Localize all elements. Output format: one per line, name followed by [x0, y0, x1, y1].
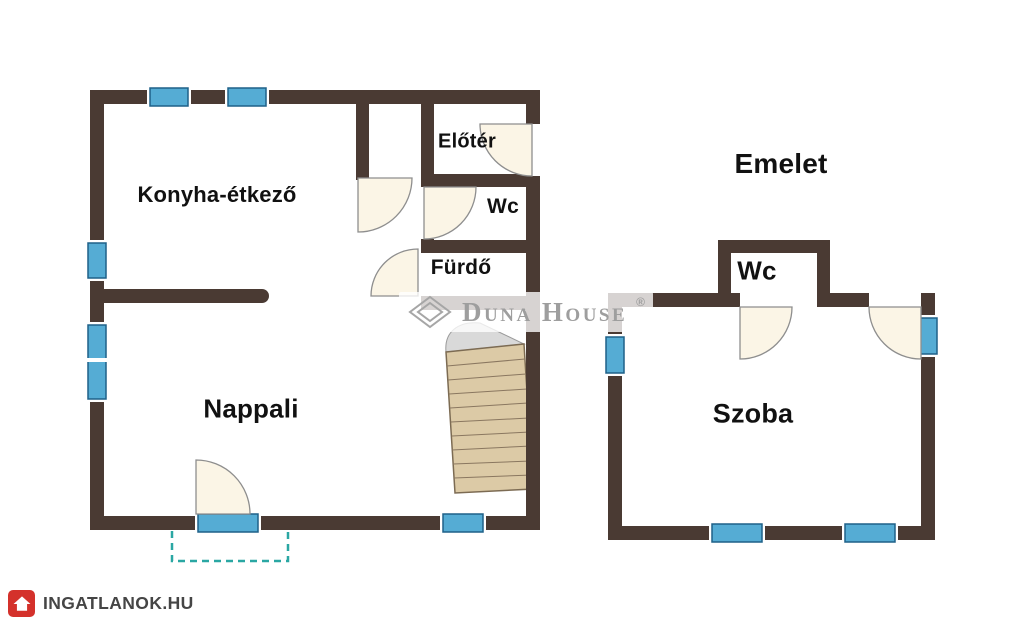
- terrace-outline: [170, 531, 290, 563]
- wall-segment-rounded-end: [104, 289, 269, 303]
- wall-segment: [718, 240, 830, 253]
- room-label-living-room: Nappali: [203, 393, 299, 424]
- wall-segment: [817, 240, 830, 307]
- door-swing: [739, 306, 793, 360]
- doors: [195, 123, 922, 515]
- watermark: Duna House ®: [399, 292, 653, 332]
- door-swing: [868, 306, 922, 360]
- door-swing: [195, 459, 251, 515]
- windows: [86, 86, 939, 544]
- wall-segment: [421, 239, 434, 253]
- window: [917, 315, 939, 357]
- window: [440, 512, 486, 534]
- watermark-text: Duna House: [462, 296, 628, 327]
- room-label-wc-upper: Wc: [737, 255, 777, 286]
- door-swing: [370, 248, 419, 297]
- wall-segment: [718, 240, 731, 307]
- wall-segment: [90, 90, 104, 530]
- room-label-foyer: Előtér: [438, 130, 496, 153]
- staircase: [445, 322, 534, 494]
- registered-mark: ®: [636, 295, 645, 309]
- wall-segment: [421, 104, 434, 187]
- room-label-room: Szoba: [712, 398, 794, 429]
- window: [842, 522, 898, 544]
- floor-title-upper: Emelet: [734, 148, 828, 179]
- room-label-wc-ground: Wc: [487, 195, 519, 218]
- room-label-bathroom: Fürdő: [430, 256, 492, 279]
- window: [225, 86, 269, 108]
- window: [147, 86, 191, 108]
- room-label-kitchen-dining: Konyha-étkező: [137, 182, 297, 207]
- site-logo: INGATLANOK.HU: [8, 590, 194, 617]
- diamond-icon: [408, 295, 452, 329]
- wall-segment: [90, 90, 540, 104]
- window: [709, 522, 765, 544]
- site-logo-text: INGATLANOK.HU: [43, 593, 194, 613]
- window: [86, 240, 108, 281]
- window: [604, 334, 626, 376]
- house-icon: [8, 590, 35, 617]
- wall-segment: [434, 174, 526, 187]
- door-swing: [423, 186, 477, 240]
- wall-segment: [434, 240, 526, 253]
- window: [195, 512, 261, 534]
- wall-segment: [356, 104, 369, 180]
- window: [86, 322, 108, 402]
- door-swing: [479, 123, 533, 177]
- door-swing: [357, 177, 413, 233]
